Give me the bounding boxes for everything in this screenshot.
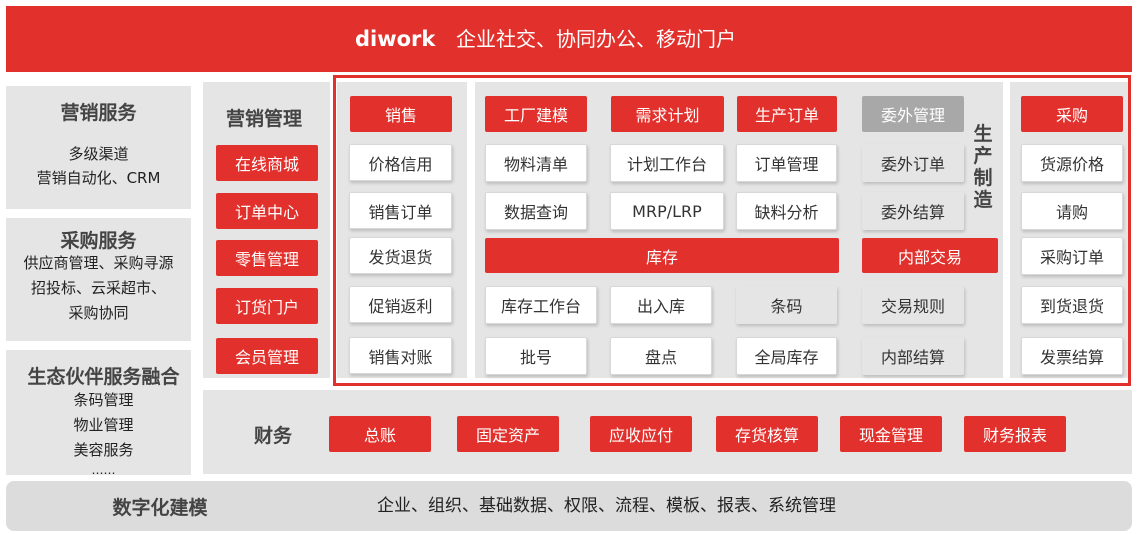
procurement-services-title: 采购服务 [60, 230, 137, 252]
inventory-item[interactable]: 出入库 [610, 286, 712, 324]
trade-item[interactable]: 交易规则 [862, 286, 964, 324]
purchase-header[interactable]: 采购 [1021, 96, 1123, 132]
marketing-services-panel [6, 86, 191, 209]
finance-item[interactable]: 存货核算 [716, 416, 818, 452]
finance-item[interactable]: 应收应付 [590, 416, 692, 452]
procurement-services-panel [6, 218, 191, 341]
brand-name: diwork [355, 27, 436, 51]
finance-item[interactable]: 财务报表 [964, 416, 1066, 452]
sales-item[interactable]: 销售对账 [349, 337, 452, 374]
marketing-mgmt-item[interactable]: 订货门户 [216, 288, 318, 324]
marketing-mgmt-item[interactable]: 在线商城 [216, 145, 318, 181]
sales-header[interactable]: 销售 [350, 96, 452, 132]
production-item[interactable]: 委外结算 [862, 192, 964, 230]
marketing-services-title: 营销服务 [60, 102, 137, 124]
ecosystem-services-title: 生态伙伴服务融合 [27, 366, 180, 388]
inventory-item[interactable]: 条码 [736, 286, 837, 324]
finance-item[interactable]: 总账 [329, 416, 431, 452]
production-item[interactable]: 缺料分析 [736, 192, 837, 230]
procurement-services-line: 招投标、云采超市、 [30, 279, 166, 297]
purchase-item[interactable]: 发票结算 [1021, 337, 1123, 375]
finance-item[interactable]: 现金管理 [840, 416, 942, 452]
header-tagline: 企业社交、协同办公、移动门户 [456, 27, 736, 51]
factory-modeling-header[interactable]: 工厂建模 [485, 96, 587, 132]
highlight-frame [333, 75, 1131, 386]
marketing-mgmt-item[interactable]: 会员管理 [216, 338, 318, 374]
footer-title: 数字化建模 [112, 497, 208, 519]
ecosystem-services-line: 美容服务 [73, 441, 134, 459]
inventory-item[interactable]: 批号 [485, 337, 587, 375]
marketing-mgmt-panel [203, 82, 330, 378]
footer-text: 企业、组织、基础数据、权限、流程、模板、报表、系统管理 [377, 496, 836, 516]
outsource-mgmt-header[interactable]: 委外管理 [862, 96, 964, 132]
production-item[interactable]: 数据查询 [485, 192, 587, 230]
marketing-mgmt-item[interactable]: 订单中心 [216, 193, 318, 229]
production-item[interactable]: 委外订单 [862, 144, 964, 182]
sales-item[interactable]: 发货退货 [349, 237, 452, 274]
inventory-item[interactable]: 全局库存 [736, 337, 837, 375]
production-item[interactable]: 物料清单 [485, 144, 587, 182]
procurement-services-line: 采购协同 [68, 304, 129, 322]
inventory-item[interactable]: 盘点 [610, 337, 712, 375]
marketing-services-line: 多级渠道 [68, 145, 129, 163]
marketing-mgmt-item[interactable]: 零售管理 [216, 240, 318, 276]
trade-item[interactable]: 内部结算 [862, 337, 964, 375]
header-banner [6, 6, 1132, 72]
production-item[interactable]: 订单管理 [736, 144, 837, 182]
sales-item[interactable]: 促销返利 [349, 286, 452, 323]
procurement-services-line: 供应商管理、采购寻源 [23, 254, 174, 272]
finance-title: 财务 [253, 425, 292, 447]
demand-plan-header[interactable]: 需求计划 [611, 96, 724, 132]
internal-trade-header[interactable]: 内部交易 [862, 238, 998, 273]
production-item[interactable]: MRP/LRP [610, 192, 724, 230]
finance-item[interactable]: 固定资产 [457, 416, 559, 452]
inventory-item[interactable]: 库存工作台 [485, 286, 597, 324]
purchase-item[interactable]: 到货退货 [1021, 286, 1123, 324]
production-label: 生产制造 [973, 123, 993, 211]
marketing-services-line: 营销自动化、CRM [36, 169, 161, 187]
marketing-mgmt-title: 营销管理 [225, 108, 302, 130]
production-item[interactable]: 计划工作台 [610, 144, 724, 182]
ecosystem-services-line: 物业管理 [73, 416, 134, 434]
ecosystem-services-panel [6, 350, 191, 475]
purchase-item[interactable]: 货源价格 [1021, 144, 1123, 182]
purchase-item[interactable]: 请购 [1021, 192, 1123, 230]
production-order-header[interactable]: 生产订单 [737, 96, 837, 132]
sales-item[interactable]: 销售订单 [349, 192, 452, 229]
ecosystem-services-line: 条码管理 [73, 391, 134, 409]
inventory-bar[interactable]: 库存 [485, 238, 839, 273]
footer-bar [6, 481, 1132, 531]
sales-item[interactable]: 价格信用 [349, 144, 452, 181]
ecosystem-services-line: …… [91, 463, 116, 477]
purchase-item[interactable]: 采购订单 [1021, 237, 1123, 275]
